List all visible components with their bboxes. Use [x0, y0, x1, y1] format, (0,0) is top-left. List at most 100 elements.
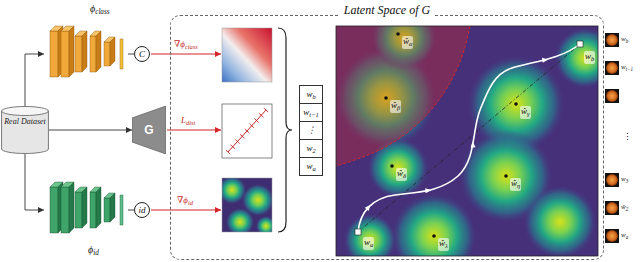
base-symbol: ŵ: [511, 178, 517, 188]
base-symbol: ŵ: [397, 168, 403, 178]
distance-image-part: [222, 104, 272, 158]
subscript: 2: [312, 147, 315, 154]
base-symbol: w: [303, 107, 309, 117]
id-gradient-image-part: [226, 208, 254, 232]
base-symbol: w: [585, 51, 591, 61]
id-gradient-image: [222, 178, 272, 232]
base-symbol: ϕ: [90, 3, 95, 14]
gradient-label: ∇ϕclass: [174, 39, 198, 52]
subscript: id: [93, 249, 99, 257]
subscript: dist: [186, 119, 195, 126]
retina-thumbnails-part: [606, 230, 618, 242]
frame-label: wb: [621, 35, 628, 46]
base-symbol: w: [621, 35, 626, 43]
latent-heatmap-part: [358, 44, 580, 232]
retina-thumbnails-part: [606, 62, 618, 74]
point-label: ŵη: [510, 178, 521, 191]
retina-thumbnails-part: [605, 89, 619, 103]
latent-heatmap-part: [504, 174, 508, 178]
connector: [25, 154, 44, 210]
distance-image: [222, 104, 272, 158]
classifier-layers-part: [50, 31, 58, 77]
latent-heatmap-part: [542, 57, 549, 63]
retina-thumbnails-part: [606, 34, 618, 46]
subscript: δ: [403, 172, 406, 179]
classifier-layers-part: [104, 42, 110, 66]
base-symbol: ŵ: [391, 100, 397, 110]
classifier-layers-part: [96, 31, 101, 72]
base-symbol: w: [306, 143, 312, 153]
latent-heatmap-part: [358, 44, 580, 232]
retina-thumbnails-part: [605, 33, 619, 47]
base-symbol: w: [621, 175, 626, 183]
gradient-arrows-part: [167, 129, 221, 130]
distance-image-part: [226, 108, 268, 154]
identity-layers: [50, 182, 123, 233]
point-label: ŵλ: [438, 238, 449, 251]
subscript: 3: [626, 179, 629, 184]
latent-heatmap-part: [355, 229, 361, 235]
latent-code: wt−1: [300, 104, 322, 122]
identity-layers-part: [120, 195, 123, 225]
generator-trapezoid: G: [132, 106, 166, 154]
network-label: ϕclass: [90, 3, 110, 17]
subscript: β: [397, 104, 400, 111]
latent-heatmap-part: [392, 194, 476, 256]
dataset-label: Real Dataset: [4, 117, 46, 126]
gradient-arrows-part: [151, 53, 221, 54]
retina-thumbnails-part: [606, 174, 618, 186]
latent-heatmap-part: [514, 102, 518, 106]
latent-heatmap-part: [365, 203, 373, 211]
gradient-arrows-part: [151, 209, 221, 210]
latent-code-column: wbwt−1⋮w2wa: [299, 85, 323, 176]
gradient-label: ∇ϕid: [177, 195, 193, 208]
id-image-border: [222, 178, 272, 232]
point-label: wa: [363, 237, 374, 250]
subscript: class: [185, 43, 198, 50]
classifier-layers: [50, 26, 123, 77]
identity-layers-part: [75, 192, 82, 228]
latent-heatmap-part: [555, 28, 598, 88]
class-gradient-image: [222, 28, 272, 82]
latent-heatmap-part: [344, 214, 396, 256]
frame-label: w3: [621, 175, 628, 186]
ellipsis: ⋮: [623, 132, 632, 143]
subscript: a: [312, 165, 315, 172]
base-symbol: ŵ: [621, 203, 626, 211]
frame-label: wt−1: [621, 63, 633, 74]
subscript: b: [591, 55, 594, 62]
latent-code: wb: [300, 86, 322, 104]
subscript: t−1: [626, 67, 633, 72]
panel-title: Latent Space of G: [340, 3, 434, 17]
generator-label: G: [144, 123, 153, 137]
point-label: ŵδ: [396, 168, 407, 181]
classifier-layers-part: [110, 37, 115, 66]
subscript: class: [95, 8, 109, 16]
latent-heatmap-part: [577, 41, 583, 47]
identity-layers-part: [50, 187, 58, 233]
subscript: 2: [626, 207, 629, 212]
subscript: b: [626, 39, 629, 44]
retina-thumbnails-part: [606, 202, 618, 214]
connector: [49, 130, 132, 131]
classifier-network: ϕclass: [44, 2, 128, 82]
retina-thumbnails-part: [605, 229, 619, 243]
subscript: α: [409, 40, 412, 47]
point-label: ŵβ: [390, 100, 401, 113]
latent-heatmap-part: [390, 164, 394, 168]
subscript: η: [517, 182, 520, 189]
loss-label: Ldist: [181, 115, 195, 128]
cylinder-body: [2, 111, 49, 154]
id-output-circle: id: [134, 202, 150, 218]
base-symbol: w: [364, 237, 370, 247]
retina-thumbnails-part: [605, 173, 619, 187]
latent-heatmap-part: [384, 96, 388, 100]
classifier-layers-part: [82, 31, 87, 72]
curly-bracket: [278, 28, 292, 232]
base-symbol: ŵ: [439, 238, 445, 248]
latent-space-panel: Latent Space of Gwbwt−1⋮w2waŵαŵβŵγŵδŵηŵλ…: [170, 15, 604, 260]
identity-layers-part: [96, 187, 101, 228]
subscript: a: [370, 241, 373, 248]
identity-layers-part: [90, 192, 96, 228]
